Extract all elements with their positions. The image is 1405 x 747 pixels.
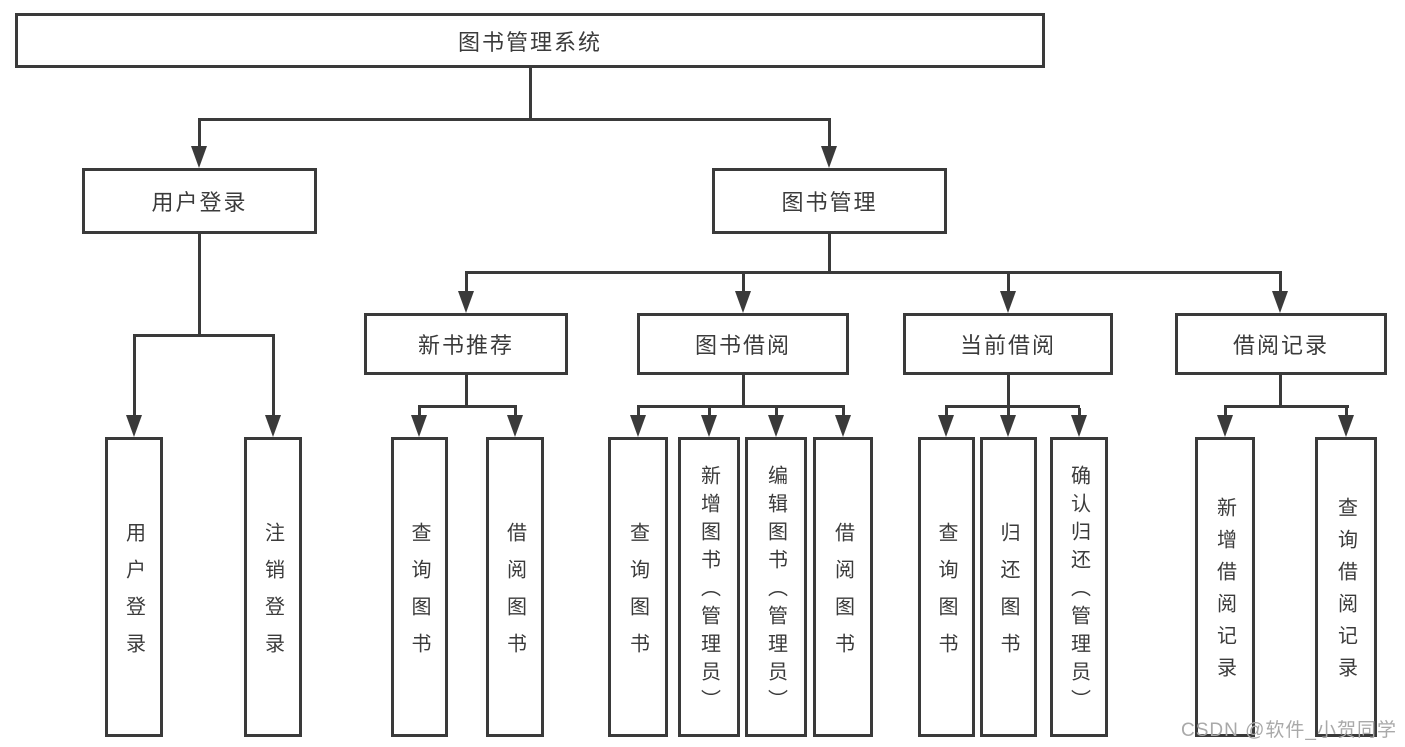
leaf-user-login: 用户登录	[105, 437, 163, 737]
csdn-watermark: CSDN @软件_小贺同学	[1181, 720, 1397, 741]
node-current-borrow-label: 当前借阅	[959, 333, 1056, 358]
arrowhead-bb-edit	[768, 415, 784, 437]
node-system-root-label: 图书管理系统	[457, 29, 602, 55]
arrowhead-book-management	[821, 146, 837, 168]
arrowhead-current-borrow	[1000, 291, 1016, 313]
leaf-bb-add-books-admin: 新增图书（管理员）	[678, 437, 740, 737]
connector-borrow-stem	[742, 375, 745, 408]
connector-record-stem	[1279, 375, 1282, 408]
node-book-management-label: 图书管理	[781, 190, 878, 215]
arrowhead-user-login	[191, 146, 207, 168]
leaf-bb-query-books: 查询图书	[608, 437, 668, 737]
arrowhead-bb-borrow	[835, 415, 851, 437]
arrowhead-cb-return	[1000, 415, 1016, 437]
connector-mgmt-rail	[465, 271, 1282, 274]
connector-borrow-drop-1	[637, 408, 640, 418]
connector-login-drop-1	[133, 337, 136, 417]
leaf-cb-confirm-return-admin: 确认归还（管理员）	[1050, 437, 1108, 737]
arrowhead-br-query	[1338, 415, 1354, 437]
leaf-br-query-record-label: 查询借阅记录	[1334, 497, 1357, 689]
connector-current-drop-1	[945, 408, 948, 418]
connector-root-drop-left	[198, 121, 201, 149]
arrowhead-br-add	[1217, 415, 1233, 437]
leaf-cb-return-books: 归还图书	[980, 437, 1037, 737]
arrowhead-borrow-record	[1272, 291, 1288, 313]
leaf-bb-edit-books-admin-label: 编辑图书（管理员）	[764, 465, 787, 717]
leaf-br-add-record-label: 新增借阅记录	[1213, 497, 1236, 689]
connector-current-rail	[945, 405, 1080, 408]
arrowhead-bb-query	[630, 415, 646, 437]
connector-newbook-rail	[418, 405, 517, 408]
leaf-nb-borrow-books-label: 借阅图书	[503, 521, 526, 670]
leaf-nb-query-books: 查询图书	[391, 437, 448, 737]
arrowhead-logout-leaf	[265, 415, 281, 437]
node-system-root: 图书管理系统	[15, 13, 1045, 68]
arrowhead-user-login-leaf	[126, 415, 142, 437]
node-borrow-record: 借阅记录	[1175, 313, 1387, 375]
arrowhead-cb-query	[938, 415, 954, 437]
connector-record-drop-2	[1345, 408, 1348, 418]
connector-newbook-stem	[465, 375, 468, 408]
node-new-book-recommend: 新书推荐	[364, 313, 568, 375]
connector-login-drop-2	[272, 337, 275, 417]
leaf-user-login-label: 用户登录	[122, 521, 145, 670]
arrowhead-nb-borrow	[507, 415, 523, 437]
node-borrow-record-label: 借阅记录	[1232, 333, 1329, 358]
connector-mgmt-drop-2	[742, 274, 745, 294]
connector-root-drop-right	[828, 121, 831, 149]
leaf-logout-label: 注销登录	[261, 521, 284, 670]
connector-borrow-drop-2	[708, 408, 711, 418]
leaf-cb-confirm-return-admin-label: 确认归还（管理员）	[1067, 465, 1090, 717]
arrowhead-book-borrow	[735, 291, 751, 313]
connector-borrow-drop-4	[842, 408, 845, 418]
node-user-login-label: 用户登录	[151, 190, 248, 215]
connector-record-drop-1	[1224, 408, 1227, 418]
arrowhead-bb-add	[701, 415, 717, 437]
leaf-br-query-record: 查询借阅记录	[1315, 437, 1377, 737]
connector-record-rail	[1224, 405, 1349, 408]
connector-root-stem	[529, 68, 532, 120]
leaf-cb-return-books-label: 归还图书	[997, 521, 1019, 670]
connector-mgmt-drop-1	[465, 274, 468, 294]
connector-current-drop-3	[1078, 408, 1081, 418]
connector-borrow-rail	[637, 405, 845, 408]
connector-mgmt-drop-3	[1007, 274, 1010, 294]
leaf-bb-add-books-admin-label: 新增图书（管理员）	[697, 465, 720, 717]
node-new-book-recommend-label: 新书推荐	[417, 333, 514, 358]
leaf-logout: 注销登录	[244, 437, 302, 737]
connector-mgmt-stem	[828, 234, 831, 274]
connector-newbook-drop-1	[418, 408, 421, 418]
connector-newbook-drop-2	[514, 408, 517, 418]
arrowhead-cb-confirm	[1071, 415, 1087, 437]
node-book-borrow-label: 图书借阅	[694, 333, 791, 358]
connector-mgmt-drop-4	[1279, 274, 1282, 294]
leaf-br-add-record: 新增借阅记录	[1195, 437, 1255, 737]
node-user-login: 用户登录	[82, 168, 317, 234]
leaf-nb-query-books-label: 查询图书	[408, 521, 430, 670]
arrowhead-new-book	[458, 291, 474, 313]
connector-current-stem	[1007, 375, 1010, 408]
leaf-nb-borrow-books: 借阅图书	[486, 437, 544, 737]
leaf-bb-edit-books-admin: 编辑图书（管理员）	[745, 437, 807, 737]
node-book-management: 图书管理	[712, 168, 947, 234]
leaf-cb-query-books: 查询图书	[918, 437, 975, 737]
connector-login-rail	[133, 334, 275, 337]
connector-current-drop-2	[1007, 408, 1010, 418]
connector-login-stem	[198, 234, 201, 337]
connector-root-rail	[198, 118, 831, 121]
leaf-cb-query-books-label: 查询图书	[935, 521, 957, 670]
arrowhead-nb-query	[411, 415, 427, 437]
leaf-bb-query-books-label: 查询图书	[626, 521, 649, 670]
leaf-bb-borrow-books: 借阅图书	[813, 437, 873, 737]
node-book-borrow: 图书借阅	[637, 313, 849, 375]
node-current-borrow: 当前借阅	[903, 313, 1113, 375]
connector-borrow-drop-3	[775, 408, 778, 418]
leaf-bb-borrow-books-label: 借阅图书	[831, 521, 854, 670]
